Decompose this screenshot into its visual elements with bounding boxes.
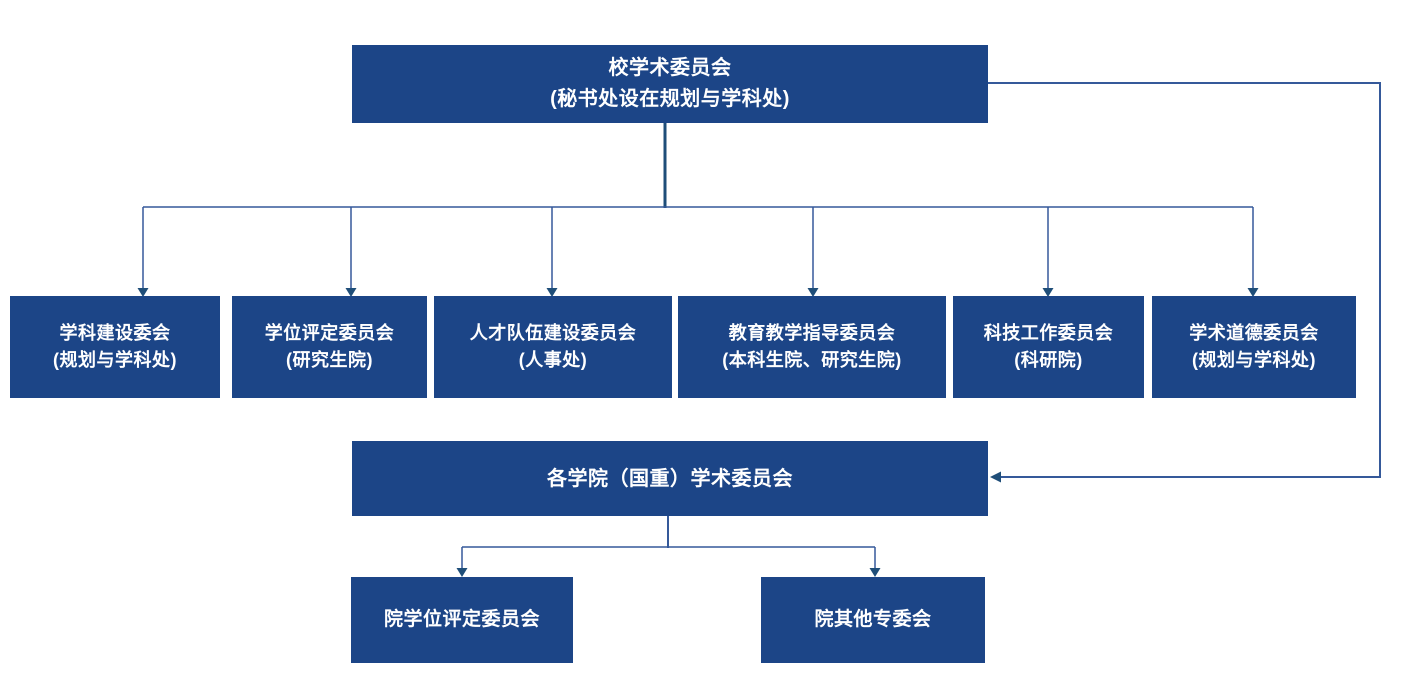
node-subtitle: (规划与学科处) <box>1192 350 1316 370</box>
node-college-degree-evaluation-committee: 院学位评定委员会 <box>351 577 573 663</box>
node-title: 科技工作委员会 <box>983 323 1114 343</box>
arrow-left-icon <box>990 471 1001 483</box>
node-title: 校学术委员会 <box>608 57 732 79</box>
node-title: 学术道德委员会 <box>1189 323 1319 343</box>
arrow-down-icon <box>456 568 468 577</box>
node-subtitle: (本科生院、研究生院) <box>722 350 902 370</box>
node-subtitle: (秘书处设在规划与学科处) <box>550 88 790 110</box>
node-title: 学科建设委会 <box>59 323 171 343</box>
node-title: 学位评定委员会 <box>264 323 395 343</box>
node-talent-team-building-committee: 人才队伍建设委员会 (人事处) <box>434 296 672 398</box>
node-title: 院学位评定委员会 <box>383 608 540 630</box>
node-college-other-special-committees: 院其他专委会 <box>761 577 985 663</box>
node-academic-ethics-committee: 学术道德委员会 (规划与学科处) <box>1152 296 1356 398</box>
node-subtitle: (科研院) <box>1014 350 1083 370</box>
node-title: 各学院（国重）学术委员会 <box>547 467 793 490</box>
node-title: 人才队伍建设委员会 <box>469 323 637 343</box>
node-subtitle: (人事处) <box>518 350 588 370</box>
node-subtitle: (研究生院) <box>286 350 373 370</box>
connector-root-to-college <box>988 82 1381 478</box>
node-discipline-construction-committee: 学科建设委会 (规划与学科处) <box>10 296 220 398</box>
node-degree-evaluation-committee: 学位评定委员会 (研究生院) <box>232 296 427 398</box>
arrow-down-icon <box>869 568 881 577</box>
node-title: 教育教学指导委员会 <box>728 323 896 343</box>
node-subtitle: (规划与学科处) <box>53 350 177 370</box>
node-title: 院其他专委会 <box>814 608 932 630</box>
node-science-technology-work-committee: 科技工作委员会 (科研院) <box>953 296 1144 398</box>
node-college-academic-committee: 各学院（国重）学术委员会 <box>352 441 988 516</box>
node-university-academic-committee: 校学术委员会 (秘书处设在规划与学科处) <box>352 45 988 123</box>
node-education-teaching-guidance-committee: 教育教学指导委员会 (本科生院、研究生院) <box>678 296 946 398</box>
